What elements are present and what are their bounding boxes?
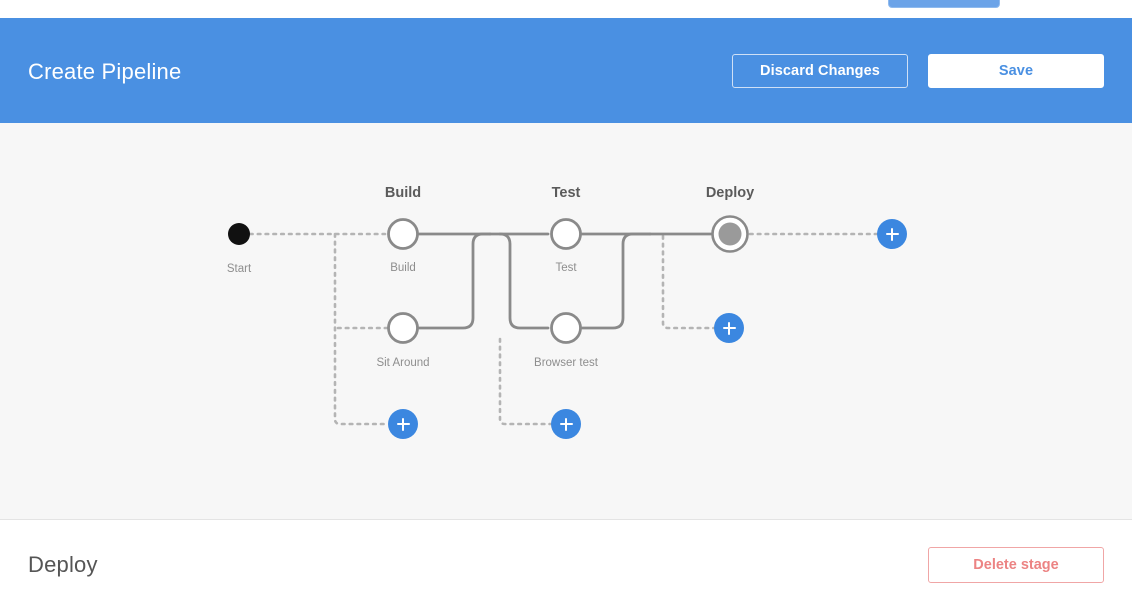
page-title: Create Pipeline xyxy=(28,58,182,84)
job-label-build: Build xyxy=(390,262,416,274)
edge-deploy-branch-to-adddeploy xyxy=(661,234,716,330)
solid-connectors xyxy=(416,232,714,330)
stage-title-deploy[interactable]: Deploy xyxy=(705,185,755,201)
plus-icon xyxy=(564,417,568,431)
edge-test-branch-to-addtest xyxy=(498,337,553,426)
edge-browser-test-out xyxy=(579,232,652,330)
page-header: Create Pipeline Discard Changes Save xyxy=(0,18,1132,123)
label-start: Start xyxy=(226,263,252,275)
delete-stage-button[interactable]: Delete stage xyxy=(928,547,1104,583)
edge-sit-around-out xyxy=(416,232,492,330)
stage-title-test[interactable]: Test xyxy=(551,185,581,201)
edge-split-to-browser-test xyxy=(498,232,550,330)
node-job-test[interactable] xyxy=(550,218,582,250)
plus-icon xyxy=(727,321,731,335)
node-stage-deploy-selected[interactable] xyxy=(711,215,749,253)
node-job-sit-around[interactable] xyxy=(387,312,419,344)
discard-changes-button[interactable]: Discard Changes xyxy=(732,53,908,88)
header-actions: Discard Changes Save xyxy=(732,53,1104,88)
pipeline-graph xyxy=(228,215,879,426)
dotted-connectors xyxy=(248,232,879,426)
node-start[interactable] xyxy=(228,223,250,245)
job-label-browser-test: Browser test xyxy=(534,357,598,369)
add-job-test-stage-button[interactable] xyxy=(551,409,581,439)
pipeline-canvas[interactable]: Start Build Test Deploy Build Test Sit A… xyxy=(0,123,1132,520)
node-job-build[interactable] xyxy=(387,218,419,250)
job-label-test: Test xyxy=(555,262,577,274)
add-stage-after-deploy-button[interactable] xyxy=(877,219,907,249)
save-button[interactable]: Save xyxy=(928,53,1104,88)
stage-detail-panel: Deploy Delete stage xyxy=(0,520,1132,610)
add-job-build-stage-button[interactable] xyxy=(388,409,418,439)
node-job-browser-test[interactable] xyxy=(550,312,582,344)
job-label-sit-around: Sit Around xyxy=(376,357,430,369)
stage-detail-title: Deploy xyxy=(28,552,98,577)
partial-top-pill[interactable] xyxy=(888,0,1000,8)
edge-start-branch-to-addbuild xyxy=(333,232,390,426)
plus-icon xyxy=(890,227,894,241)
plus-icon xyxy=(401,417,405,431)
add-job-deploy-stage-button[interactable] xyxy=(714,313,744,343)
stage-title-build[interactable]: Build xyxy=(384,185,422,201)
